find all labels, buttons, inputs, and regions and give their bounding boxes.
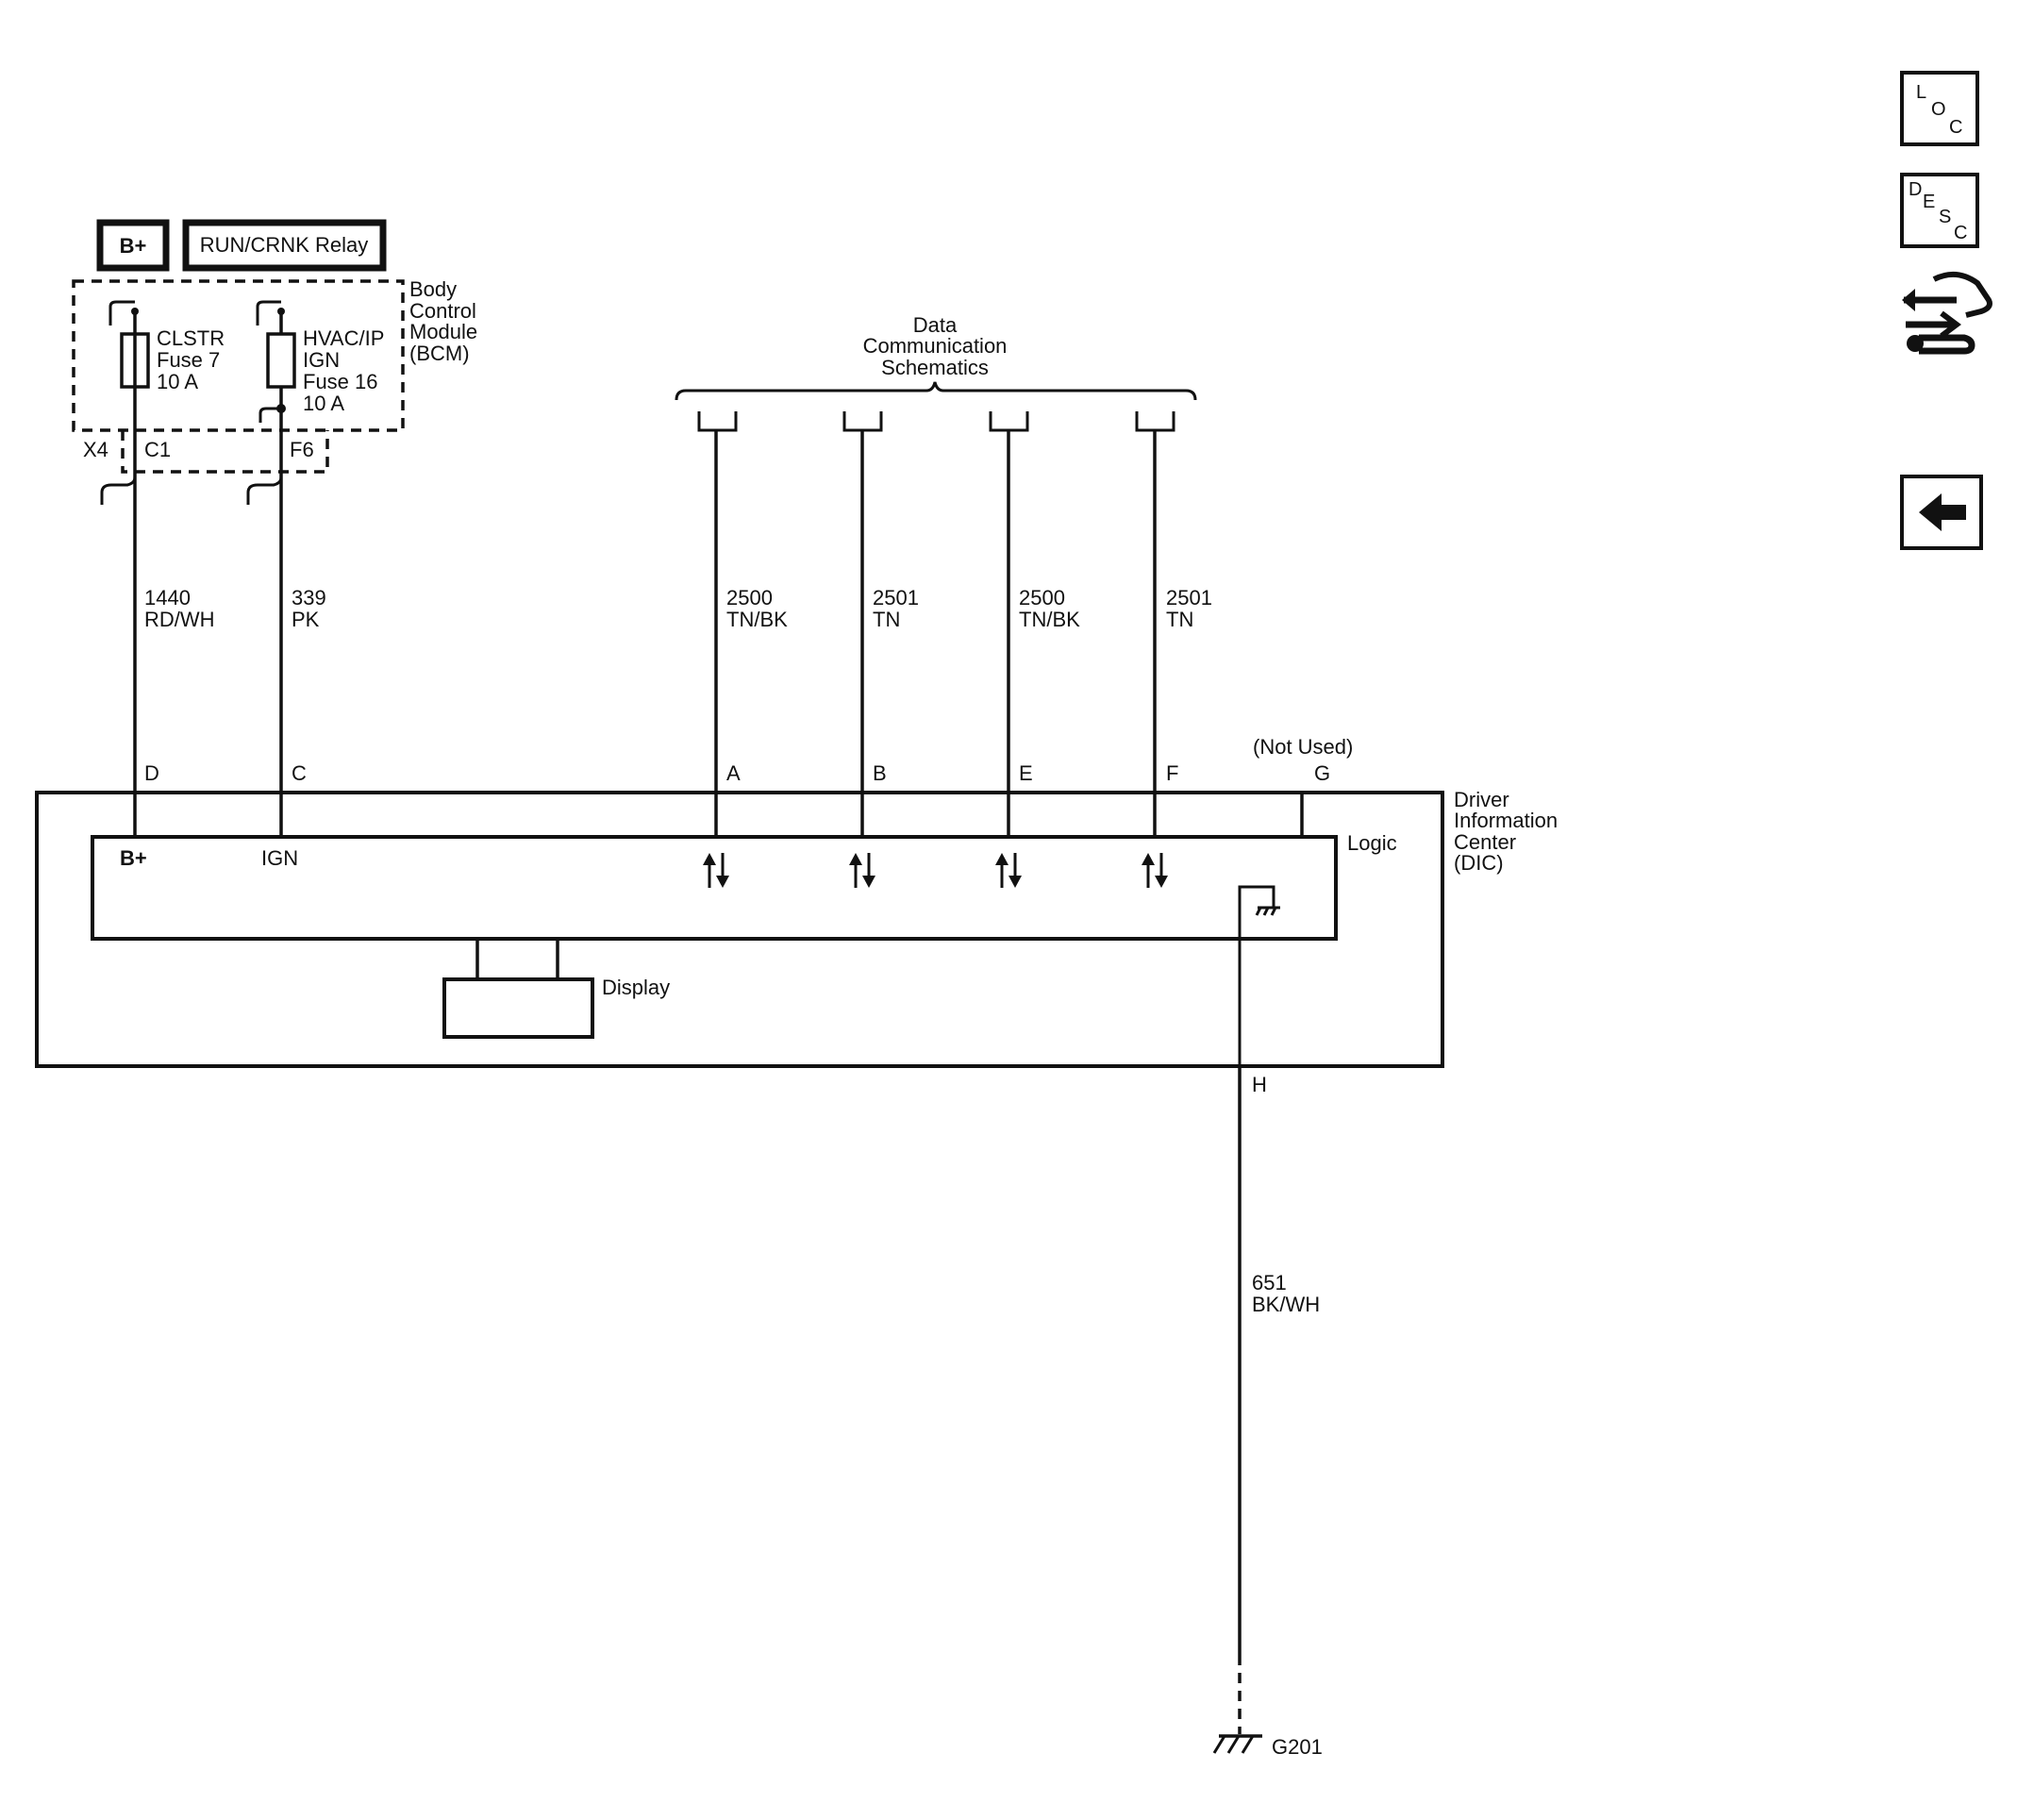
wire-2501-b-color: TN	[873, 608, 900, 631]
desc-letter-e: E	[1923, 192, 1935, 212]
bcm-name-line-3: Module	[409, 320, 477, 343]
wire-2501-f-color: TN	[1166, 608, 1193, 631]
wire-1440-color: RD/WH	[144, 608, 215, 631]
back-arrow-icon	[1919, 493, 1966, 531]
dic-name-line-2: Information	[1454, 809, 1558, 832]
data-comm-title-line-1: Data	[913, 313, 958, 337]
wire-339-circuit: 339	[292, 586, 326, 609]
description-view-button[interactable]: D E S C	[1900, 173, 1979, 248]
bcm-name-line-2: Control	[409, 299, 476, 323]
connector-x4-label: X4	[83, 438, 108, 461]
pin-h-label: H	[1252, 1073, 1267, 1096]
data-wire-e	[989, 411, 1029, 837]
logic-ign-input-label: IGN	[261, 846, 298, 870]
hvac-fuse-circuit: IGN	[303, 348, 340, 372]
pin-f-label: F	[1166, 761, 1178, 785]
pin-g-label: G	[1314, 761, 1330, 785]
run-crnk-relay-box: RUN/CRNK Relay	[182, 219, 387, 272]
desc-letter-c: C	[1954, 223, 1967, 243]
logic-bplus-input-label: B+	[120, 846, 147, 870]
desc-letter-d: D	[1909, 179, 1922, 200]
bidirectional-arrow-icon-e	[995, 853, 1022, 888]
wire-2501-f-circuit: 2501	[1166, 586, 1212, 609]
bplus-supply-label: B+	[120, 234, 147, 258]
data-wire-f	[1135, 411, 1175, 837]
loc-letter-c: C	[1949, 117, 1962, 138]
location-view-button[interactable]: L O C	[1900, 71, 1979, 146]
wire-2501-b-circuit: 2501	[873, 586, 919, 609]
wire-2500-a-circuit: 2500	[726, 586, 773, 609]
run-crnk-relay-label: RUN/CRNK Relay	[200, 233, 368, 257]
wire-2500-a-color: TN/BK	[726, 608, 788, 631]
body-control-module: Body Control Module (BCM)	[72, 277, 477, 432]
inline-connector-f6	[246, 430, 283, 505]
pin-a-label: A	[726, 761, 741, 785]
connector-c1-outline	[121, 430, 329, 474]
pin-c-label: C	[292, 761, 307, 785]
bplus-supply-box: B+	[96, 219, 170, 272]
ground-g201-icon	[1212, 1734, 1262, 1754]
clstr-fuse-name: CLSTR	[157, 326, 225, 350]
dic-name-line-4: (DIC)	[1454, 851, 1504, 875]
hvac-fuse-rating: 10 A	[303, 392, 344, 415]
loc-letter-l: L	[1916, 82, 1926, 103]
hvac-fuse-number: Fuse 16	[303, 370, 378, 393]
data-wire-a	[697, 411, 738, 837]
dic-name-line-3: Center	[1454, 830, 1516, 854]
clstr-fuse-rating: 10 A	[157, 370, 198, 393]
data-wire-b	[842, 411, 883, 837]
back-button[interactable]	[1900, 475, 1983, 550]
display-label: Display	[602, 976, 670, 999]
logic-label: Logic	[1347, 831, 1397, 855]
ground-g201-label: G201	[1272, 1735, 1323, 1759]
dic-name-line-1: Driver	[1454, 788, 1509, 811]
data-communication-bracket: Data Communication Schematics	[675, 313, 1197, 401]
clstr-fuse-number: Fuse 7	[157, 348, 220, 372]
wire-651-circuit: 651	[1252, 1271, 1287, 1294]
wire-2500-e-color: TN/BK	[1019, 608, 1080, 631]
bidirectional-arrow-icon-a	[703, 853, 729, 888]
hvac-fuse-name: HVAC/IP	[303, 326, 384, 350]
wire-2500-e-circuit: 2500	[1019, 586, 1065, 609]
driver-information-center: Driver Information Center (DIC)	[35, 788, 1558, 1068]
internal-ground-icon	[1238, 885, 1280, 1064]
clstr-fuse: CLSTR Fuse 7 10 A	[108, 300, 225, 430]
bcm-name-line-4: (BCM)	[409, 342, 470, 365]
wire-1440-circuit: 1440	[144, 586, 191, 609]
display-block: Display	[442, 939, 670, 1039]
connector-c1-label: C1	[144, 438, 171, 461]
desc-letter-s: S	[1939, 207, 1951, 227]
bidirectional-arrow-icon-b	[849, 853, 875, 888]
wire-651-color: BK/WH	[1252, 1293, 1320, 1316]
data-comm-title-line-2: Communication	[863, 334, 1008, 358]
connector-f6-label: F6	[290, 438, 314, 461]
wire-339-color: PK	[292, 608, 320, 631]
bcm-name-line-1: Body	[409, 277, 457, 301]
loc-letter-o: O	[1931, 99, 1946, 120]
pin-e-label: E	[1019, 761, 1033, 785]
pin-b-label: B	[873, 761, 887, 785]
bidirectional-arrow-icon-f	[1142, 853, 1168, 888]
logic-block: Logic B+ IGN	[91, 831, 1397, 941]
pin-g-not-used-label: (Not Used)	[1253, 735, 1353, 759]
pin-d-label: D	[144, 761, 159, 785]
hvac-ip-ign-fuse: HVAC/IP IGN Fuse 16 10 A	[256, 300, 384, 430]
connector-service-icon[interactable]	[1902, 271, 1992, 355]
data-comm-title-line-3: Schematics	[881, 356, 989, 379]
